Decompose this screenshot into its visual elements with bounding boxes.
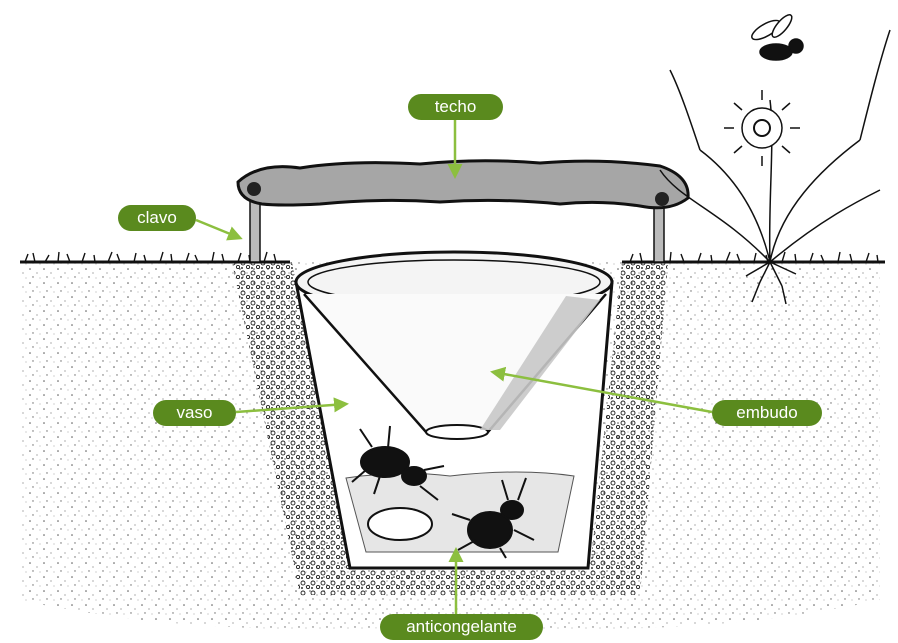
antifreeze-liquid (346, 472, 574, 552)
label-anticongelante: anticongelante (380, 614, 543, 640)
label-clavo: clavo (118, 205, 196, 231)
label-techo: techo (408, 94, 503, 120)
arrow-clavo (196, 220, 240, 238)
roof (238, 161, 688, 208)
nail-right (654, 205, 664, 262)
label-vaso: vaso (153, 400, 236, 426)
fly (749, 12, 803, 60)
nail-left (250, 200, 260, 262)
label-embudo: embudo (712, 400, 822, 426)
